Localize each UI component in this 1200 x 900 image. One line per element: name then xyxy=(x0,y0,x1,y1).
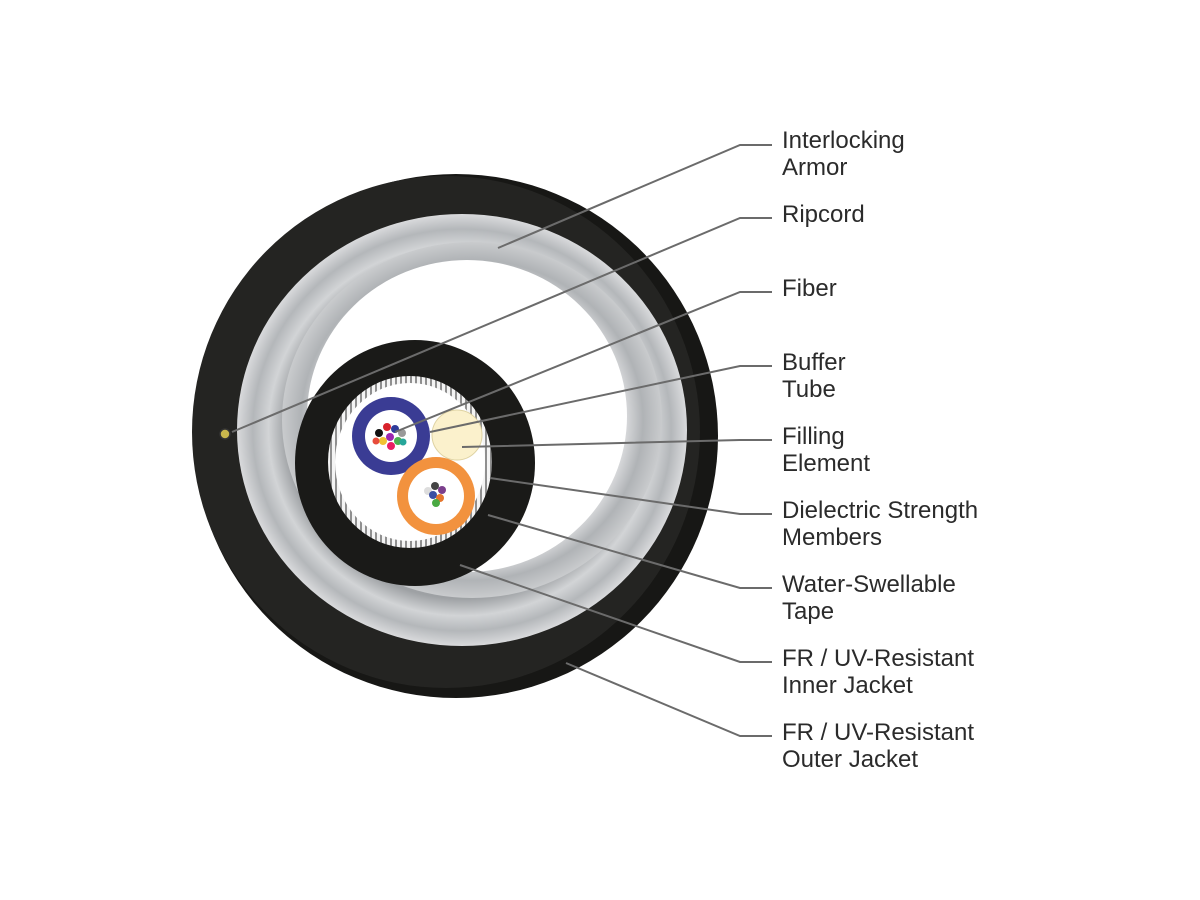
label-fr-uv-outer-jacket: FR / UV-Resistant Outer Jacket xyxy=(782,719,975,773)
leader-buffer-tube xyxy=(429,365,772,433)
leader-fiber xyxy=(394,291,772,433)
buffer-tube-orange xyxy=(397,457,475,535)
leader-ripcord xyxy=(231,217,772,433)
label-ripcord: Ripcord xyxy=(782,201,865,228)
leader-outer-jacket xyxy=(565,662,772,737)
leader-water-swellable-tape xyxy=(487,514,772,589)
label-fiber: Fiber xyxy=(782,275,837,302)
leader-filling-element xyxy=(461,439,772,448)
leader-inner-jacket xyxy=(459,564,772,663)
leader-lines xyxy=(231,144,772,737)
buffer-tube-blue xyxy=(352,397,430,475)
label-filling-element: Filling Element xyxy=(782,423,871,477)
filling-element xyxy=(431,409,483,461)
label-water-swellable-tape: Water-Swellable Tape xyxy=(782,571,956,625)
leader-dielectric-strength-members xyxy=(489,477,772,515)
label-dielectric-strength-members: Dielectric Strength Members xyxy=(782,497,979,551)
label-buffer-tube: Buffer Tube xyxy=(782,349,846,403)
label-fr-uv-inner-jacket: FR / UV-Resistant Inner Jacket xyxy=(782,645,975,699)
ripcord xyxy=(219,428,231,440)
leader-interlocking-armor xyxy=(497,144,772,249)
label-interlocking-armor: Interlocking Armor xyxy=(782,127,905,181)
